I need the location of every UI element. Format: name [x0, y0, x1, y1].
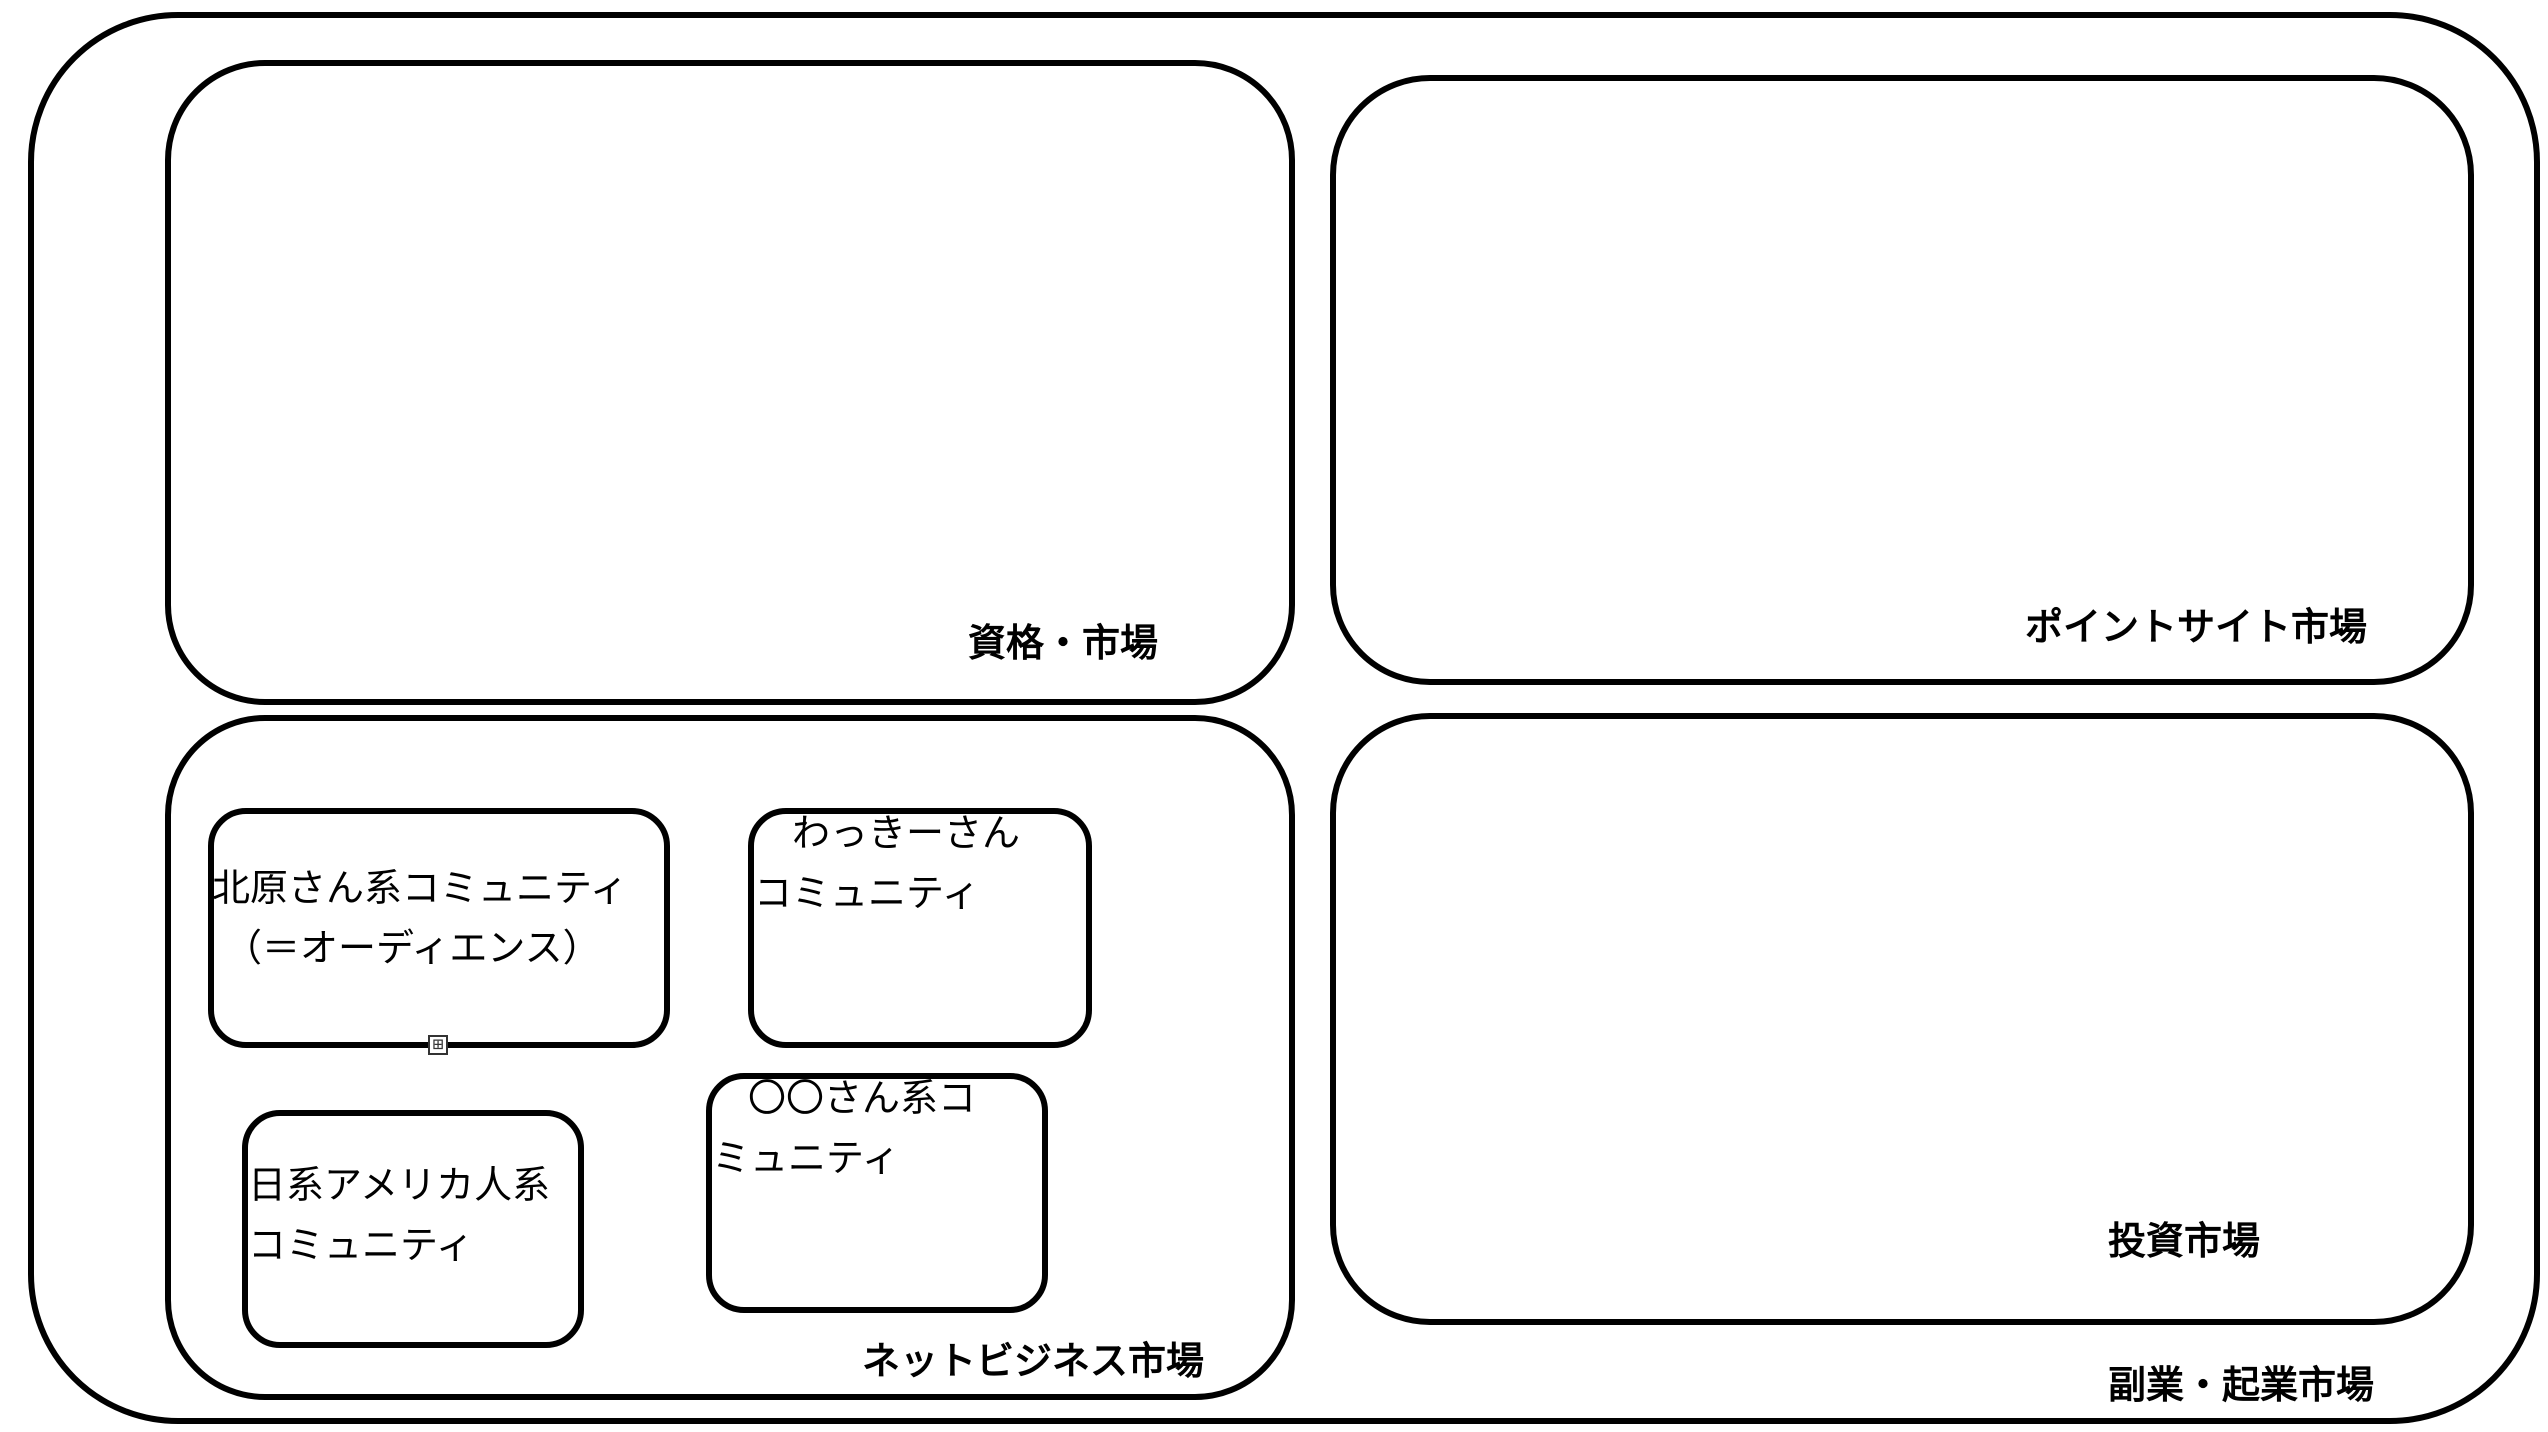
qualification-market-area [165, 60, 1295, 705]
placeholder-community-line2: ミュニティ [712, 1136, 900, 1180]
investment-market-label: 投資市場 [2108, 1219, 2261, 1263]
japanese-american-community-text: 日系アメリカ人系 コミュニティ [248, 1155, 550, 1275]
placeholder-community-box[interactable] [706, 1073, 1048, 1313]
point-site-market-label: ポイントサイト市場 [2025, 605, 2368, 649]
qualification-market-label: 資格・市場 [968, 621, 1159, 665]
investment-market-area [1330, 713, 2474, 1325]
japanese-american-community-line2: コミュニティ [248, 1223, 474, 1267]
wakki-community-line2: コミュニティ [754, 871, 980, 915]
japanese-american-community-box[interactable] [242, 1110, 584, 1348]
placeholder-community-text: 〇〇さん系コ ミュニティ [712, 1068, 976, 1188]
side-business-market-label: 副業・起業市場 [2108, 1363, 2375, 1407]
net-business-market-label: ネットビジネス市場 [862, 1339, 1205, 1383]
kitahara-community-line2: （＝オーディエンス） [224, 926, 601, 970]
wakki-community-line1: わっきーさん [792, 811, 1021, 855]
kitahara-community-text: 北原さん系コミュニティ （＝オーディエンス） [212, 858, 628, 978]
side-business-market-area [28, 12, 2540, 1424]
kitahara-community-line1: 北原さん系コミュニティ [212, 866, 628, 910]
wakki-community-box[interactable] [748, 808, 1092, 1048]
wakki-community-text: わっきーさん コミュニティ [754, 803, 1020, 923]
japanese-american-community-line1: 日系アメリカ人系 [248, 1163, 551, 1207]
point-site-market-area [1330, 75, 2474, 685]
expand-handle-icon[interactable]: ⊞ [428, 1035, 448, 1055]
placeholder-community-line1: 〇〇さん系コ [748, 1076, 977, 1120]
net-business-market-area [165, 715, 1295, 1400]
